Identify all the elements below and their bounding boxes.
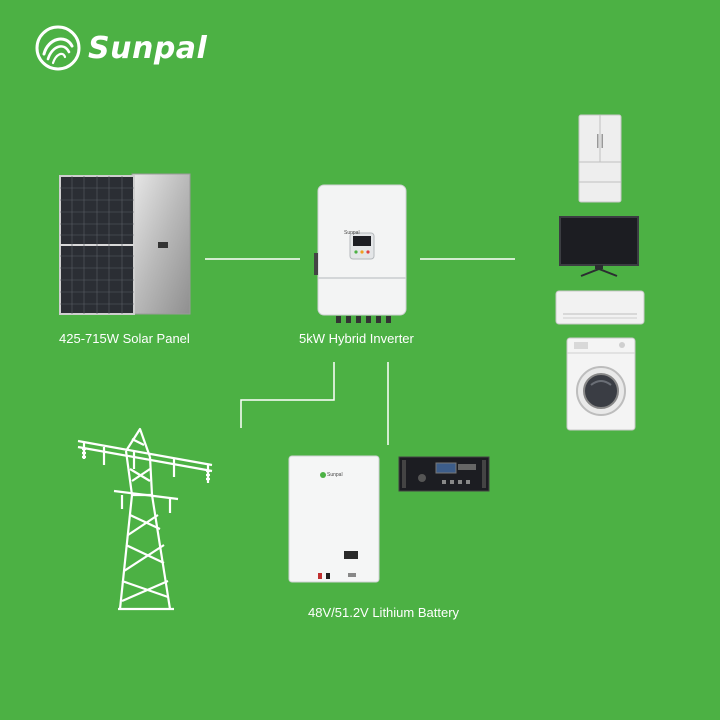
- battery-badge: Sunpal: [327, 472, 343, 478]
- wall-battery-icon: [288, 455, 380, 583]
- air-conditioner: [555, 290, 645, 326]
- television: [559, 216, 639, 278]
- hybrid-inverter: [312, 183, 412, 325]
- hybrid-inverter-icon: [314, 184, 407, 323]
- air-conditioner-icon: [555, 290, 645, 325]
- television-icon: [559, 216, 639, 277]
- inverter-grid-line: [240, 362, 335, 428]
- wall-battery: [288, 455, 380, 583]
- washing-machine-icon: [566, 337, 636, 431]
- brand-name: Sunpal: [88, 30, 208, 66]
- inverter-badge: Sunpal: [344, 230, 360, 236]
- refrigerator: [578, 114, 622, 204]
- solar-panel-icon: [59, 173, 191, 315]
- rack-battery-icon: [398, 456, 490, 492]
- swirl-logo-icon: [35, 25, 81, 71]
- washing-machine: [566, 337, 636, 432]
- brand-logo: Sunpal: [34, 24, 207, 72]
- solar-panel-label: 425-715W Solar Panel: [59, 331, 190, 346]
- refrigerator-icon: [578, 114, 622, 203]
- rack-battery: [398, 456, 490, 492]
- grid-tower: [74, 425, 216, 617]
- power-tower-icon: [77, 427, 213, 611]
- inverter-label: 5kW Hybrid Inverter: [299, 331, 414, 346]
- battery-label: 48V/51.2V Lithium Battery: [308, 605, 460, 620]
- solar-panel: [58, 172, 194, 318]
